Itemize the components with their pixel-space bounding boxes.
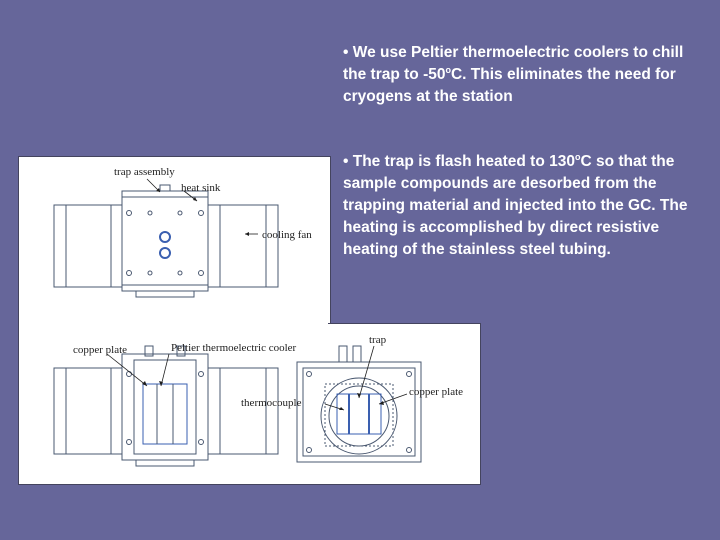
bullet-text-part1: We use Peltier thermoelectric coolers to… bbox=[343, 44, 684, 83]
peltier-cross-section-diagram: copper plate Peltier thermoelectric cool… bbox=[18, 323, 481, 485]
left-fan-shape-bottom bbox=[53, 367, 123, 455]
label-heat-sink: heat sink bbox=[181, 182, 221, 194]
trap-assembly-drawing: trap assembly heat sink cooling fan bbox=[53, 166, 312, 298]
right-fan-shape-bottom bbox=[207, 367, 279, 455]
degree-symbol: o bbox=[445, 65, 451, 75]
label-copper-plate-left: copper plate bbox=[73, 344, 127, 356]
label-copper-plate-right: copper plate bbox=[409, 386, 463, 398]
peltier-drawing: copper plate Peltier thermoelectric cool… bbox=[53, 334, 463, 467]
label-trap: trap bbox=[369, 334, 387, 346]
trap-assembly-diagram: trap assembly heat sink cooling fan bbox=[18, 156, 331, 326]
bullet-flash-heating: • The trap is flash heated to 130oC so t… bbox=[343, 151, 703, 261]
bullet-symbol: • bbox=[343, 44, 349, 61]
degree-symbol: o bbox=[574, 152, 581, 162]
bullet-symbol: • bbox=[343, 153, 349, 170]
label-trap-assembly: trap assembly bbox=[114, 166, 175, 178]
panel-join bbox=[19, 323, 328, 325]
bullet-text-part2: C so that the sample compounds are desor… bbox=[343, 153, 688, 258]
top-view-housing bbox=[296, 361, 422, 463]
bullet-text-part1: The trap is flash heated to 130 bbox=[352, 153, 575, 170]
bullet-peltier-coolers: • We use Peltier thermoelectric coolers … bbox=[343, 42, 693, 108]
label-peltier-cooler: Peltier thermoelectric cooler bbox=[171, 342, 297, 354]
label-thermocouple: thermocouple bbox=[241, 397, 302, 409]
right-fan-shape bbox=[207, 204, 279, 288]
bullet-text-part2: C. This eliminates the need for cryogens… bbox=[343, 66, 676, 105]
label-cooling-fan: cooling fan bbox=[262, 229, 312, 241]
left-fan-shape bbox=[53, 204, 123, 288]
